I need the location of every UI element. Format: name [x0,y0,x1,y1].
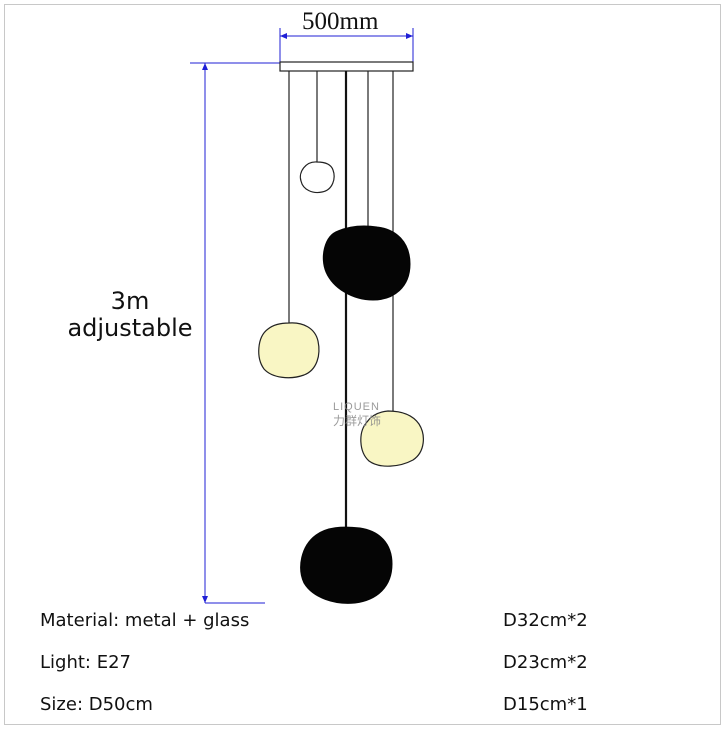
size-spec: Size: D50cm [40,694,153,715]
lower-black-shade [300,526,393,604]
light-spec: Light: E27 [40,652,131,673]
upper-black-shade [322,225,411,301]
width-arrow-left [280,33,287,39]
height-label: 3m adjustable [60,288,200,342]
image-frame [4,4,721,725]
shade-count-medium: D23cm*2 [503,652,588,673]
brand-watermark: LIQUEN 力群灯饰 [333,400,381,428]
shade-count-small: D15cm*1 [503,694,588,715]
shade-count-large: D32cm*2 [503,610,588,631]
material-spec: Material: metal + glass [40,610,250,631]
left-glass-shade [258,322,320,379]
height-label-note: adjustable [67,314,193,342]
watermark-brand: LIQUEN [333,401,380,413]
height-arrow-top [202,63,208,70]
width-label: 500mm [302,8,379,35]
right-glass-shade [360,410,424,467]
ceiling-canopy [279,61,414,72]
width-dimension [279,28,414,62]
height-arrow-bottom [202,596,208,603]
width-arrow-right [406,33,413,39]
small-clear-shade [299,161,335,194]
height-label-value: 3m [110,287,150,315]
height-dimension [190,62,280,604]
watermark-chinese: 力群灯饰 [333,414,382,428]
